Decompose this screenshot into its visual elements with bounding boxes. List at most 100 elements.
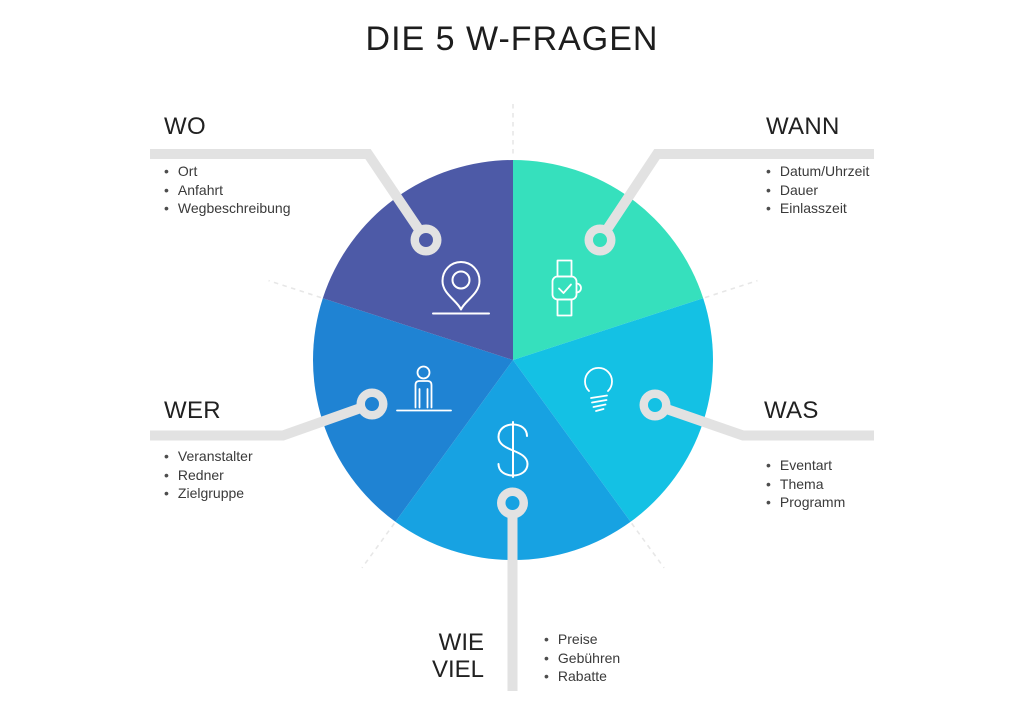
connector-line-wann <box>595 149 874 243</box>
heading-line-1: WIE <box>438 629 484 656</box>
pin-outline <box>441 261 481 311</box>
guide-line-left <box>268 279 322 299</box>
connector-ring-wo <box>410 224 442 256</box>
bulb-glass <box>584 367 613 392</box>
list-item-label: Ort <box>177 163 198 179</box>
list-item: • Veranstalter <box>164 447 253 466</box>
section-list-wo: • Ort • Anfahrt • Wegbeschreibung <box>164 162 291 218</box>
section-label-wann: WANN <box>766 113 840 141</box>
ring-hole <box>505 496 520 510</box>
dollar-curve <box>497 423 529 477</box>
lightbulb-icon <box>584 367 613 412</box>
segment-icons <box>396 259 613 478</box>
pie-segment-wo <box>322 160 513 360</box>
guide-line-bottom-left <box>361 522 395 569</box>
bullet-icon: • <box>766 457 771 473</box>
bulb-thread-3 <box>592 403 607 408</box>
connector-ring-wie-viel <box>497 487 528 519</box>
bullet-icon: • <box>544 649 549 666</box>
list-item-label: Datum/Uhrzeit <box>779 163 870 179</box>
bullet-icon: • <box>766 494 771 510</box>
list-item-label: Redner <box>177 466 224 483</box>
list-item: • Zielgruppe <box>164 484 253 503</box>
person-head <box>416 365 431 380</box>
person-body <box>414 380 433 409</box>
list-item: • Anfahrt <box>164 181 291 200</box>
section-heading-wann: WANN <box>766 113 840 140</box>
bulb-thread-1 <box>590 394 608 399</box>
bullet-icon: • <box>544 668 549 684</box>
section-heading-wer: WER <box>164 397 221 424</box>
section-list-wer: • Veranstalter • Redner • Zielgruppe <box>164 447 253 503</box>
list-item: • Programm <box>766 493 845 512</box>
smartwatch-icon <box>551 259 582 317</box>
connector-rings <box>356 224 671 519</box>
connector-ring-was <box>639 389 671 421</box>
connector-line-was <box>653 400 874 441</box>
list-item-label: Dauer <box>779 181 819 198</box>
connector-line-wo <box>150 149 431 243</box>
list-item-label: Anfahrt <box>177 181 224 198</box>
bullet-icon: • <box>544 631 549 647</box>
bullet-icon: • <box>164 181 169 198</box>
bulb-thread-2 <box>591 399 608 404</box>
list-item-label: Wegbeschreibung <box>177 200 291 216</box>
section-list-wann: • Datum/Uhrzeit • Dauer • Einlasszeit <box>766 162 869 218</box>
list-item-label: Eventart <box>779 457 833 473</box>
list-item-label: Zielgruppe <box>177 485 245 501</box>
section-label-wer: WER <box>164 397 221 425</box>
page-title: DIE 5 W-FRAGEN <box>365 20 659 58</box>
bullet-icon: • <box>766 200 771 216</box>
pie-wedges <box>313 160 713 561</box>
bullet-icon: • <box>766 163 771 179</box>
dollar-icon <box>497 421 529 478</box>
list-item-label: Thema <box>779 475 824 492</box>
list-item: • Redner <box>164 466 253 485</box>
ring-hole <box>593 233 607 247</box>
list-item: • Wegbeschreibung <box>164 199 291 218</box>
section-list-was: • Eventart • Thema • Programm <box>766 456 845 512</box>
list-item: • Ort <box>164 162 291 181</box>
list-item-label: Rabatte <box>557 668 607 684</box>
pin-inner-circle <box>451 270 471 290</box>
list-item: • Eventart <box>766 456 845 475</box>
location-pin-icon <box>432 261 490 315</box>
list-item-label: Einlasszeit <box>779 200 847 216</box>
person-icon <box>396 365 452 412</box>
list-item: • Thema <box>766 475 845 494</box>
list-item-label: Gebühren <box>557 649 621 666</box>
bullet-icon: • <box>766 475 771 492</box>
watch-check-mark <box>558 283 572 294</box>
ring-hole <box>365 397 379 411</box>
bullet-icon: • <box>164 200 169 216</box>
section-label-wo: WO <box>164 113 206 141</box>
guide-line-right <box>704 279 758 299</box>
list-item: • Gebühren <box>544 649 620 668</box>
list-item-label: Veranstalter <box>177 448 253 464</box>
list-item-label: Programm <box>779 494 846 510</box>
bullet-icon: • <box>164 485 169 501</box>
connector-ring-wann <box>584 224 616 256</box>
heading-line-2: VIEL <box>431 656 484 683</box>
bullet-icon: • <box>164 448 169 464</box>
list-item: • Einlasszeit <box>766 199 869 218</box>
section-list-wie-viel: •Preise •Gebühren •Rabatte <box>544 630 620 686</box>
pie-segment-wann <box>513 160 704 360</box>
segment-guide-lines <box>268 104 758 569</box>
pie-segment-was <box>513 298 713 522</box>
list-item: • Dauer <box>766 181 869 200</box>
ring-hole <box>648 398 662 412</box>
bullet-icon: • <box>164 466 169 483</box>
watch-strap-bottom <box>556 298 573 317</box>
bullet-icon: • <box>766 181 771 198</box>
list-item: • Datum/Uhrzeit <box>766 162 869 181</box>
bulb-thread-4 <box>595 408 605 412</box>
connector-line-wer <box>150 399 374 441</box>
connector-ring-wer <box>356 388 388 420</box>
watch-crown <box>575 282 582 294</box>
guide-line-bottom-right <box>631 522 665 569</box>
section-label-was: WAS <box>764 397 819 425</box>
bullet-icon: • <box>164 163 169 179</box>
